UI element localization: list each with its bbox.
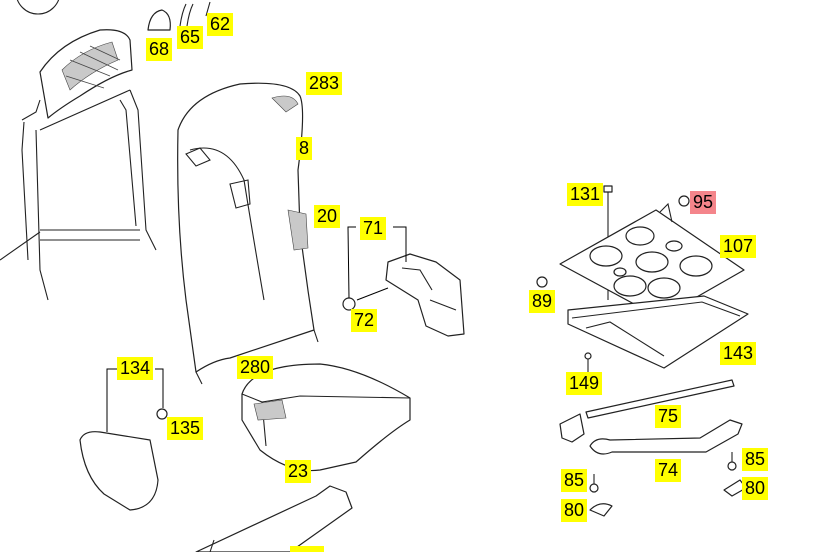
part-135-cap[interactable] bbox=[156, 408, 168, 420]
callout-cropped[interactable] bbox=[290, 546, 324, 552]
part-75-strip[interactable] bbox=[559, 379, 735, 443]
callout-134[interactable]: 134 bbox=[117, 357, 154, 380]
callout-74[interactable]: 74 bbox=[655, 459, 682, 482]
callout-8[interactable]: 8 bbox=[296, 137, 313, 160]
lead-72 bbox=[356, 287, 389, 301]
callout-71[interactable]: 71 bbox=[360, 217, 387, 240]
callout-89[interactable]: 89 bbox=[529, 290, 556, 313]
detail-circle bbox=[16, 0, 60, 15]
lead-71b bbox=[393, 226, 407, 262]
seat-frame-bottom[interactable] bbox=[195, 485, 353, 552]
headrest-frame[interactable] bbox=[0, 29, 157, 301]
lead-134b bbox=[155, 368, 164, 408]
lead-134a bbox=[106, 368, 118, 432]
callout-85-left[interactable]: 85 bbox=[561, 469, 588, 492]
part-65-edge bbox=[186, 3, 194, 27]
seat-back-cushion[interactable] bbox=[177, 82, 319, 385]
part-71-bracket[interactable] bbox=[385, 253, 465, 337]
part-85-head-right bbox=[727, 461, 737, 471]
part-89-nut[interactable] bbox=[536, 276, 548, 288]
lead-71a bbox=[347, 226, 356, 299]
frame-edge bbox=[209, 539, 215, 552]
part-85-head-left bbox=[589, 483, 599, 493]
callout-75[interactable]: 75 bbox=[655, 405, 682, 428]
callout-23[interactable]: 23 bbox=[285, 460, 312, 483]
part-65[interactable] bbox=[179, 3, 187, 27]
part-80-clip-left[interactable] bbox=[589, 503, 613, 517]
part-131-screw[interactable] bbox=[603, 185, 613, 193]
callout-20[interactable]: 20 bbox=[314, 205, 341, 228]
callout-135[interactable]: 135 bbox=[167, 417, 204, 440]
callout-68[interactable]: 68 bbox=[146, 38, 173, 61]
callout-85-right[interactable]: 85 bbox=[742, 448, 769, 471]
part-62[interactable] bbox=[205, 1, 211, 17]
part-95-nut[interactable] bbox=[678, 195, 690, 207]
seat-cushion[interactable] bbox=[241, 363, 411, 472]
callout-80-right[interactable]: 80 bbox=[742, 477, 769, 500]
part-143-tray[interactable] bbox=[567, 295, 749, 369]
callout-283[interactable]: 283 bbox=[306, 72, 343, 95]
callout-62[interactable]: 62 bbox=[207, 13, 234, 36]
callout-95[interactable]: 95 bbox=[690, 191, 717, 214]
callout-72[interactable]: 72 bbox=[351, 309, 378, 332]
callout-143[interactable]: 143 bbox=[720, 342, 757, 365]
part-149-head bbox=[584, 352, 592, 360]
callout-80-left[interactable]: 80 bbox=[561, 499, 588, 522]
callout-65[interactable]: 65 bbox=[177, 26, 204, 49]
callout-149[interactable]: 149 bbox=[566, 372, 603, 395]
part-134-side-cover[interactable] bbox=[79, 431, 159, 511]
callout-107[interactable]: 107 bbox=[720, 235, 757, 258]
callout-131[interactable]: 131 bbox=[567, 183, 604, 206]
callout-280[interactable]: 280 bbox=[237, 356, 274, 379]
part-68[interactable] bbox=[147, 9, 171, 31]
part-74-lever[interactable] bbox=[589, 419, 743, 455]
part-107-plate[interactable] bbox=[559, 202, 745, 319]
